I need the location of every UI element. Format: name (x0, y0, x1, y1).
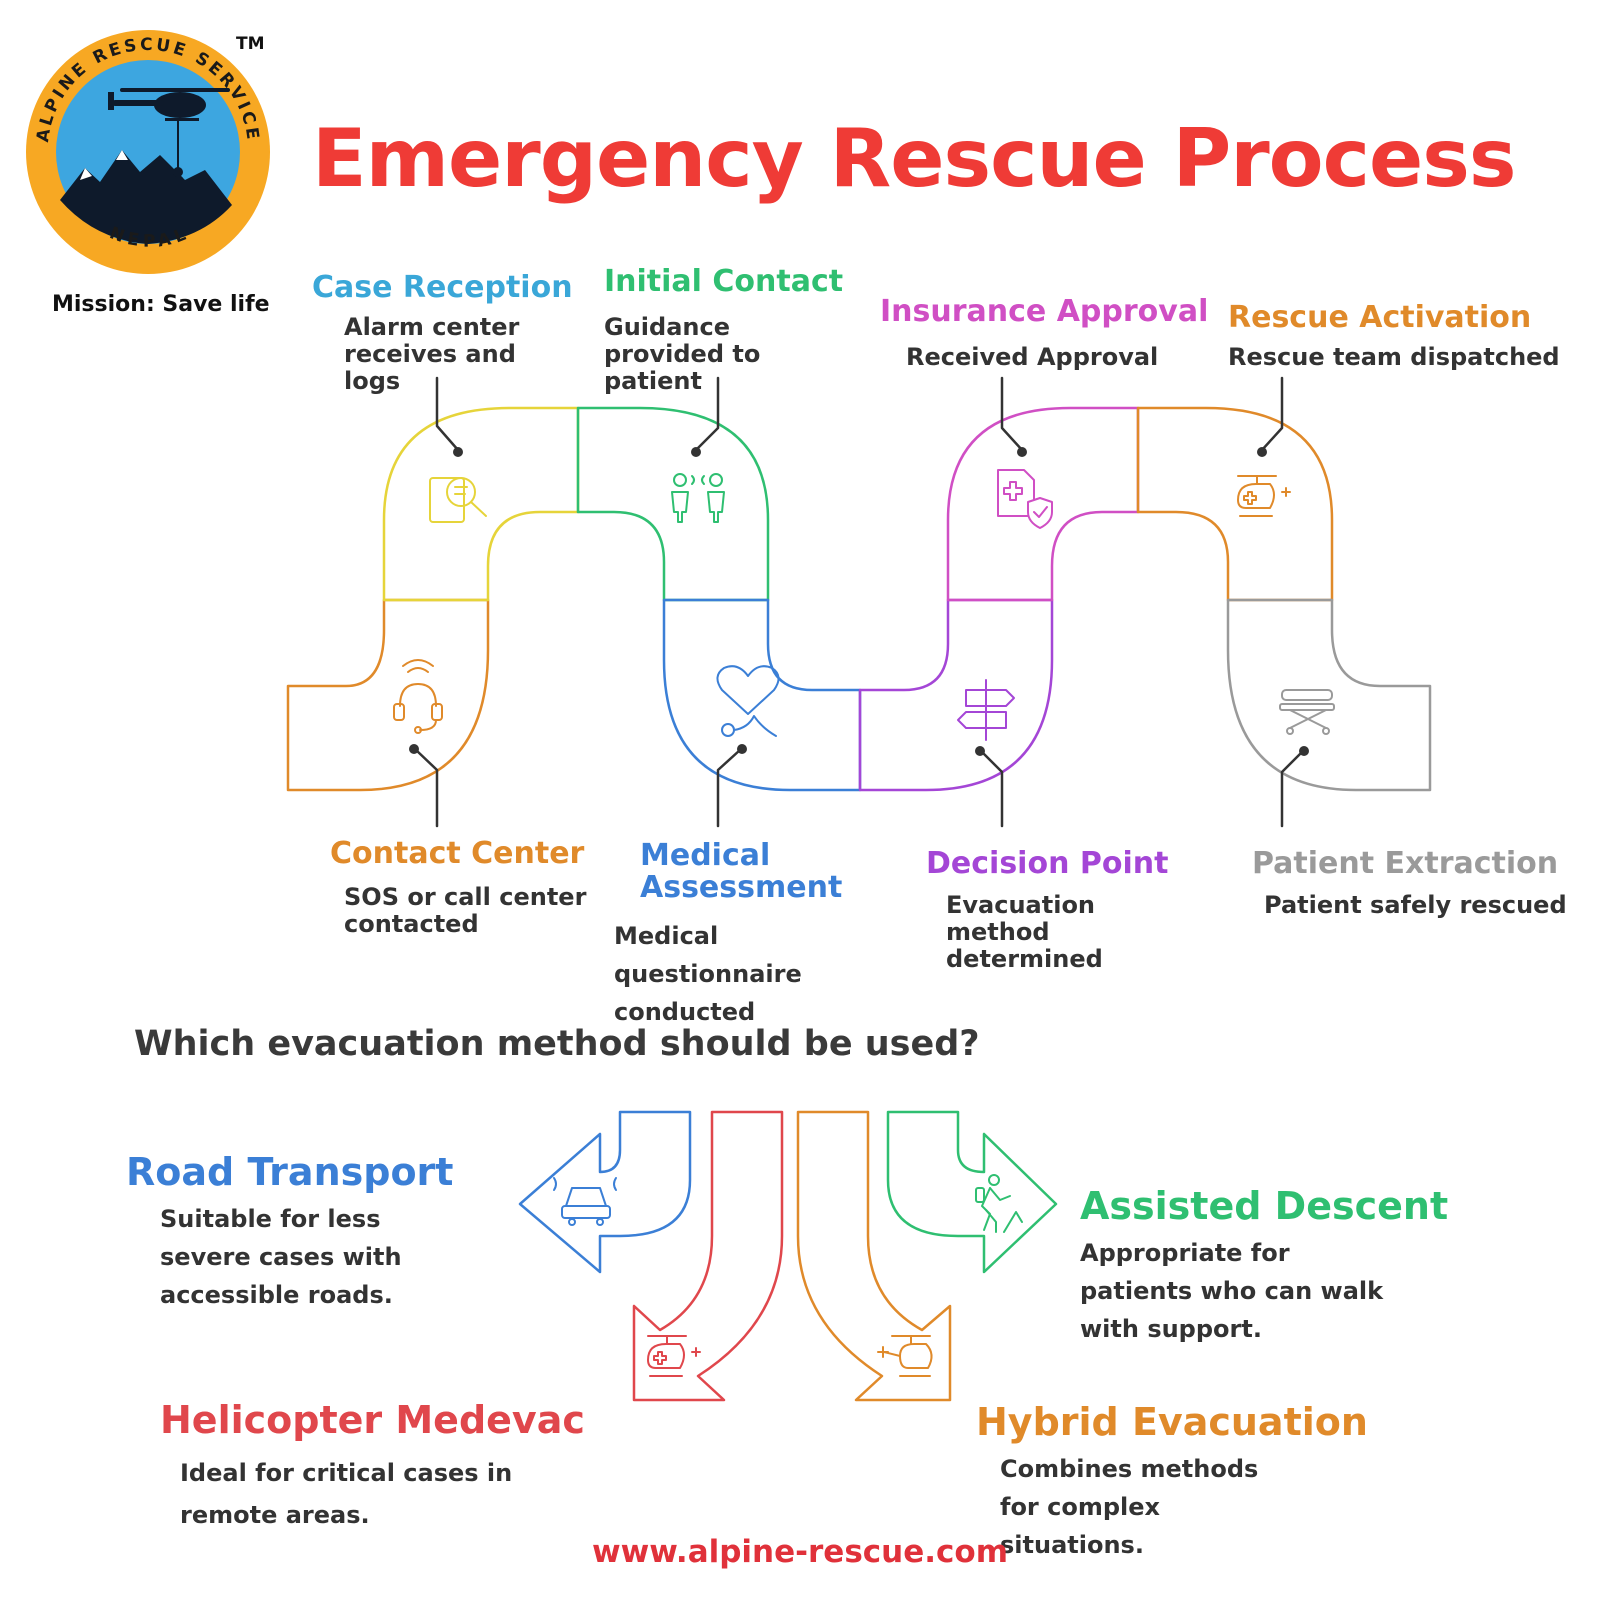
step-title: Decision Point (926, 846, 1169, 881)
medical-document-shield-icon (997, 469, 1053, 529)
connector-patient-extraction (1280, 750, 1304, 828)
option-hybrid-evacuation: Hybrid Evacuation Combines methods for c… (976, 1400, 1368, 1564)
step-patient-extraction: Patient Extraction Patient safely rescue… (1252, 848, 1584, 919)
connector-decision-point (980, 750, 1004, 828)
step-description: SOS or call center contacted (344, 882, 587, 938)
step-title: Insurance Approval (880, 294, 1209, 329)
step-description: Alarm center receives and logs (344, 312, 520, 395)
step-title: Medical Assessment (640, 838, 843, 905)
page-title: Emergency Rescue Process (312, 112, 1517, 205)
arrow-assisted-descent (886, 1110, 1058, 1274)
connector-medical-assessment (716, 748, 742, 828)
option-road-transport: Road Transport Suitable for less severe … (126, 1150, 460, 1314)
signpost-icon (957, 679, 1015, 741)
option-description: Suitable for less severe cases with acce… (160, 1205, 402, 1309)
step-title: Case Reception (312, 270, 573, 305)
mission-text: Mission: Save life (52, 292, 270, 317)
step-title: Contact Center (330, 836, 585, 871)
option-assisted-descent: Assisted Descent Appropriate for patient… (1080, 1184, 1448, 1348)
step-description: Rescue team dispatched (1228, 342, 1560, 371)
segment-decision-point (858, 598, 1054, 792)
step-rescue-activation: Rescue Activation Rescue team dispatched (1228, 302, 1568, 371)
step-contact-center: Contact Center SOS or call center contac… (330, 838, 594, 938)
step-medical-assessment: Medical Assessment Medical questionnaire… (614, 838, 904, 1031)
segment-case-reception (382, 406, 580, 602)
step-description: Medical questionnaire conducted (614, 922, 802, 1026)
arrow-hybrid-evacuation (796, 1110, 952, 1402)
option-description: Combines methods for complex situations. (1000, 1455, 1259, 1559)
option-title: Hybrid Evacuation (976, 1400, 1368, 1444)
arrow-helicopter-medevac (632, 1110, 784, 1402)
step-description: Evacuation method determined (946, 890, 1103, 973)
connector-case-reception (435, 376, 460, 452)
segment-contact-center (286, 598, 490, 792)
step-title: Initial Contact (604, 264, 844, 299)
arrow-road-transport (518, 1110, 692, 1274)
option-description: Ideal for critical cases in remote areas… (180, 1459, 513, 1529)
helicopter-icon (877, 1335, 933, 1377)
step-case-reception: Case Reception Alarm center receives and… (312, 272, 574, 395)
step-description: Guidance provided to patient (604, 312, 761, 395)
trademark-mark: TM (236, 34, 265, 54)
process-flow-diagram (286, 376, 1432, 828)
medical-helicopter-icon (1237, 475, 1291, 517)
step-description: Patient safely rescued (1264, 890, 1567, 919)
heart-stethoscope-icon (716, 665, 780, 737)
segment-rescue-activation (1136, 406, 1334, 602)
segment-patient-extraction (1226, 598, 1432, 792)
option-title: Assisted Descent (1080, 1184, 1449, 1228)
option-helicopter-medevac: Helicopter Medevac Ideal for critical ca… (160, 1398, 585, 1536)
step-insurance-approval: Insurance Approval Received Approval (880, 296, 1208, 371)
connector-initial-contact (694, 376, 720, 452)
alpine-rescue-logo: ALPINE RESCUE SERVICE NEPAL (26, 30, 270, 274)
car-icon (553, 1177, 617, 1226)
document-search-icon (429, 477, 487, 523)
headset-icon (393, 659, 443, 734)
medical-helicopter-icon (647, 1335, 701, 1377)
two-people-talking-icon (671, 473, 725, 523)
connector-insurance-approval (1000, 376, 1024, 452)
website-link[interactable]: www.alpine-rescue.com (591, 1534, 1009, 1570)
evacuation-question: Which evacuation method should be used? (134, 1024, 980, 1064)
option-description: Appropriate for patients who can walk wi… (1080, 1239, 1384, 1343)
stretcher-icon (1279, 689, 1335, 735)
option-title: Helicopter Medevac (160, 1398, 585, 1442)
connector-rescue-activation (1260, 376, 1284, 452)
step-initial-contact: Initial Contact Guidance provided to pat… (604, 266, 854, 395)
option-title: Road Transport (126, 1150, 454, 1194)
segment-insurance-approval (946, 406, 1140, 602)
step-decision-point: Decision Point Evacuation method determi… (926, 848, 1206, 973)
step-title: Rescue Activation (1228, 300, 1532, 335)
segment-initial-contact (576, 406, 770, 602)
hiker-icon (975, 1174, 1023, 1233)
step-title: Patient Extraction (1252, 846, 1559, 881)
connector-contact-center (414, 748, 439, 828)
step-description: Received Approval (906, 342, 1159, 371)
